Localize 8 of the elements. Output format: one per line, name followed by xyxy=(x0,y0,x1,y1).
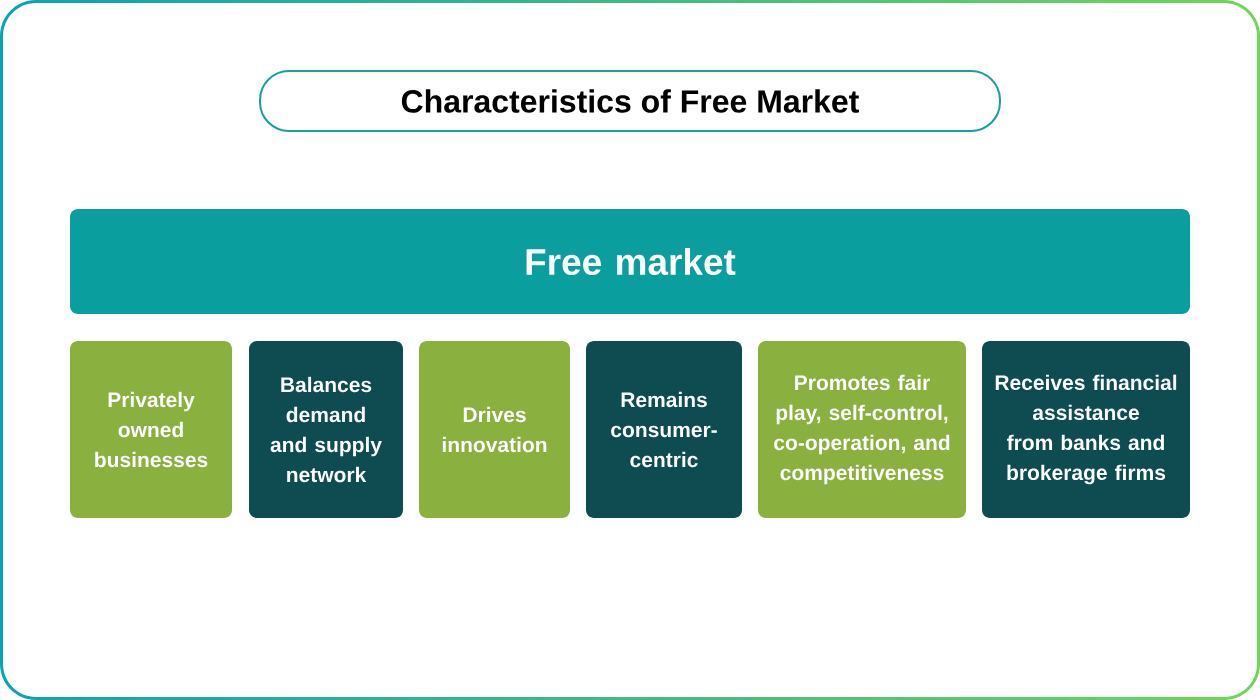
feature-box: Drives innovation xyxy=(419,341,570,518)
feature-box: Balances demand and supply network xyxy=(249,341,403,518)
feature-box: Remains consumer-centric xyxy=(586,341,742,518)
banner: Free market xyxy=(70,209,1190,314)
feature-box: Receives financial assistance from banks and brokerage firms xyxy=(982,341,1190,518)
title-pill: Characteristics of Free Market xyxy=(259,70,1001,132)
feature-box: Privately owned businesses xyxy=(70,341,232,518)
feature-box: Promotes fair play, self-control, co-operation, and competitiveness xyxy=(758,341,966,518)
